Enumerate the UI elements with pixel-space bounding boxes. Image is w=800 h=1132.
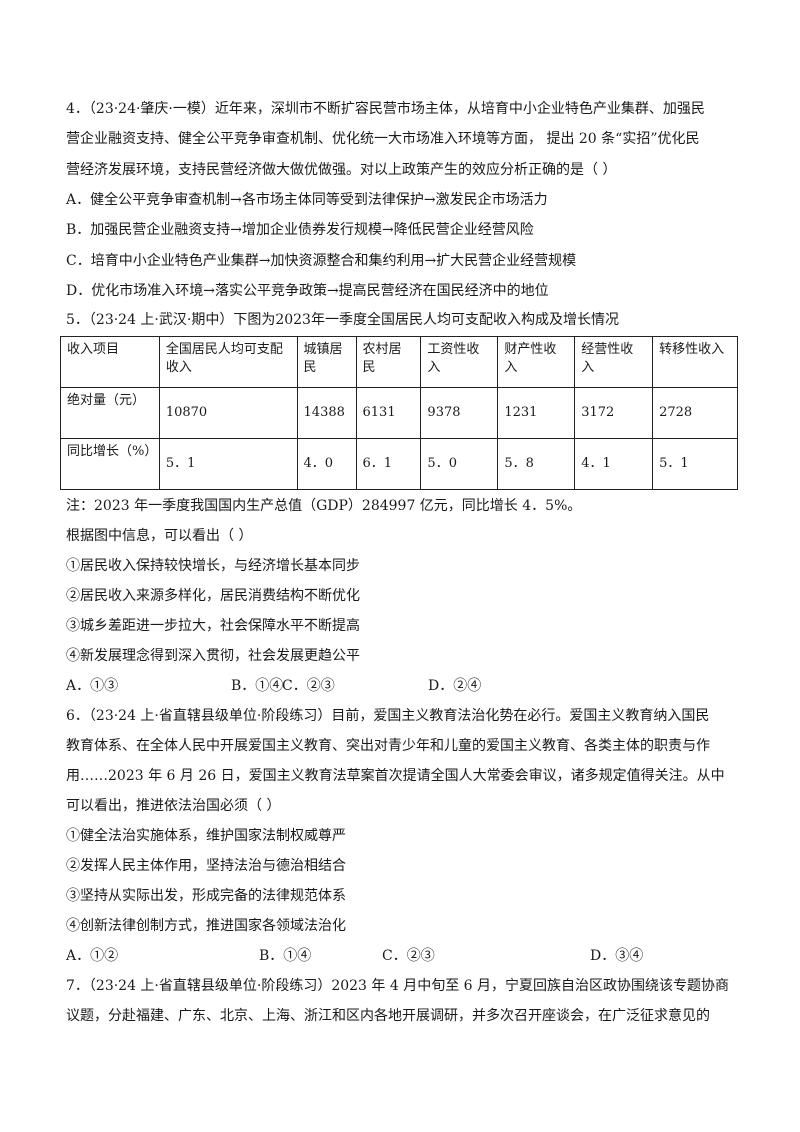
q5-question: 根据图中信息，可以看出（ ） [66,528,253,544]
table-cell: 5．0 [420,438,499,490]
q7-stem-line-1: 7．（23·24 上·省直辖县级单位·阶段练习）2023 年 4 月中旬至 6 … [66,978,730,994]
income-table: 收入项目 全国居民人均可支配收入 城镇居民 农村居民 工资性收入 财产性收入 经… [60,336,738,490]
table-cell: 6．1 [355,438,422,490]
q5-stem: 5．（23·24 上·武汉·期中）下图为2023年一季度全国居民人均可支配收入构… [66,312,619,328]
q5-note: 注：2023 年一季度我国国内生产总值（GDP）284997 亿元，同比增长 4… [66,498,582,514]
table-cell: 工资性收入 [420,336,499,388]
q6-option-a: A．①② [66,948,119,964]
q4-stem-line-1: 4．（23·24·肇庆·一模）近年来，深圳市不断扩容民营市场主体，从培育中小企业… [66,101,705,117]
q7-stem-line-2: 议题，分赴福建、广东、北京、上海、浙江和区内各地开展调研，并多次召开座谈会，在广… [66,1008,710,1024]
table-cell: 5．1 [158,438,298,490]
q4-option-d: D．优化市场准入环境→落实公平竞争政策→提高民营经济在国民经济中的地位 [66,283,549,299]
q5-item-1: ①居民收入保持较快增长，与经济增长基本同步 [66,558,360,574]
q4-option-b: B．加强民营企业融资支持→增加企业债券发行规模→降低民营企业经营风险 [66,222,534,238]
q4-stem-line-2: 营企业融资支持、健全公平竞争审查机制、优化统一大市场准入环境等方面， 提出 20… [66,131,700,147]
table-cell: 城镇居民 [296,336,357,388]
table-cell: 4．0 [296,438,357,490]
table-cell: 同比增长（%） [60,438,160,490]
table-row: 同比增长（%） 5．1 4．0 6．1 5．0 5．8 4．1 5．1 [60,438,738,490]
table-cell: 9378 [420,387,499,439]
q6-item-2: ②发挥人民主体作用，坚持法治与德治相结合 [66,858,346,874]
table-cell: 转移性收入 [652,336,738,388]
q6-stem-line-2: 教育体系、在全体人民中开展爱国主义教育、突出对青少年和儿童的爱国主义教育、各类主… [66,738,710,754]
table-row: 绝对量（元） 10870 14388 6131 9378 1231 3172 2… [60,387,738,439]
table-cell: 1231 [497,387,576,439]
q5-option-a: A．①③ [66,678,119,694]
q4-option-c: C．培育中小企业特色产业集群→加快资源整合和集约利用→扩大民营企业经营规模 [66,253,577,269]
table-cell: 农村居民 [355,336,422,388]
q6-item-3: ③坚持从实际出发，形成完备的法律规范体系 [66,888,346,904]
table-cell: 绝对量（元） [60,387,160,439]
q5-item-4: ④新发展理念得到深入贯彻，社会发展更趋公平 [66,648,360,664]
table-cell: 2728 [652,387,738,439]
q6-item-4: ④创新法律创制方式，推进国家各领域法治化 [66,918,346,934]
q6-stem-line-4: 可以看出，推进依法治国必须（ ） [66,798,281,814]
q6-item-1: ①健全法治实施体系，维护国家法制权威尊严 [66,828,346,844]
table-cell: 5．8 [497,438,576,490]
q5-option-d: D．②④ [428,678,482,694]
q5-item-2: ②居民收入来源多样化，居民消费结构不断优化 [66,588,360,604]
table-cell: 经营性收入 [574,336,654,388]
q6-option-c: C．②③ [382,948,435,964]
table-cell: 全国居民人均可支配收入 [158,336,298,388]
q6-option-d: D．③④ [590,948,644,964]
table-cell: 5．1 [652,438,738,490]
q5-item-3: ③城乡差距进一步拉大，社会保障水平不断提高 [66,618,360,634]
table-cell: 4．1 [574,438,654,490]
q4-option-a: A．健全公平竞争审查机制→各市场主体同等受到法律保护→激发民企市场活力 [66,192,548,208]
q5-option-c: C．②③ [282,678,335,694]
q6-option-b: B．①④ [259,948,312,964]
q6-stem-line-3: 用……2023 年 6 月 26 日，爱国主义教育法草案首次提请全国人大常委会审… [66,768,725,784]
table-row: 收入项目 全国居民人均可支配收入 城镇居民 农村居民 工资性收入 财产性收入 经… [60,336,738,388]
table-cell: 10870 [158,387,298,439]
table-cell: 财产性收入 [497,336,576,388]
q5-option-b: B．①④ [231,678,284,694]
table-cell: 6131 [355,387,422,439]
table-cell: 3172 [574,387,654,439]
q4-stem-line-3: 营经济发展环境，支持民营经济做大做优做强。对以上政策产生的效应分析正确的是（ ） [66,162,617,178]
q6-stem-line-1: 6．（23·24 上·省直辖县级单位·阶段练习）目前，爱国主义教育法治化势在必行… [66,708,710,724]
table-cell: 14388 [296,387,357,439]
table-cell: 收入项目 [60,336,160,388]
